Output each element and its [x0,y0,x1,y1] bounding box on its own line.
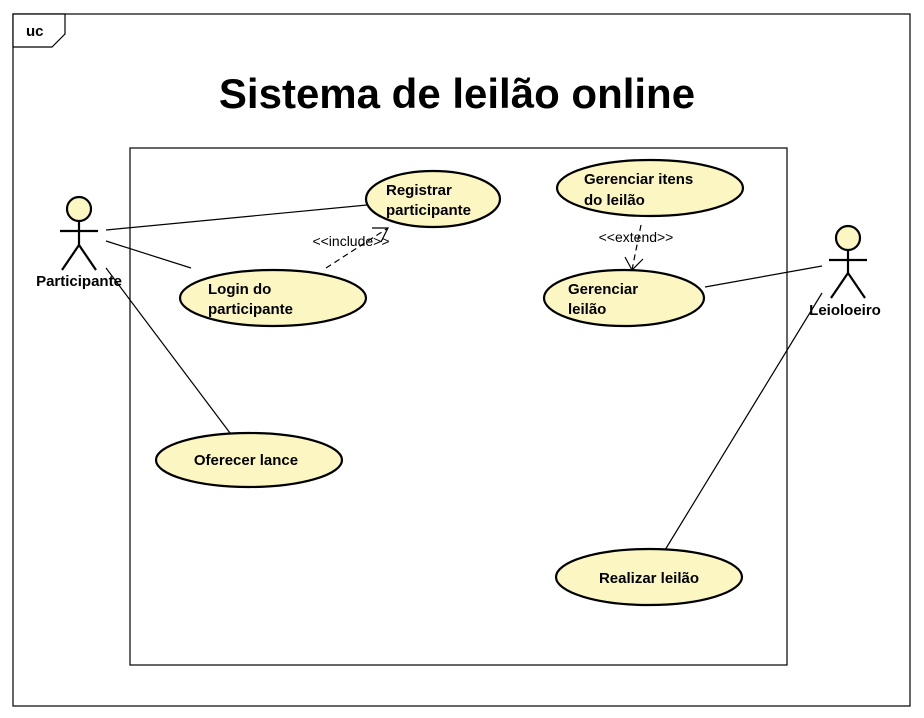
use-case-gerenciar-itens-do-leilao[interactable]: Gerenciar itens do leilão [555,158,745,218]
use-case-realizar-leilao[interactable]: Realizar leilão [554,547,744,607]
extend-dependency [631,224,642,271]
use-case-registrar-participante[interactable]: Registrar participante [364,169,502,229]
use-case-login-participante[interactable]: Login do participante [178,268,368,328]
actor-leg-left [61,244,80,271]
frame-tag-box [12,13,66,48]
association-participante-oferecer [105,267,231,434]
association-participante-login [105,240,192,269]
include-stereotype: <<include>> [312,233,389,249]
use-case-label: Realizar leilão [599,570,699,587]
use-case-label-line-2: participante [386,202,471,219]
actor-leg-right [78,244,97,271]
actor-head [65,195,93,223]
frame-tag: uc [26,23,44,40]
extend-stereotype: <<extend>> [599,229,674,245]
association-participante-registrar [105,204,368,231]
actor-label: Leioloeiro [809,302,881,319]
diagram-title: Sistema de leilão online [219,70,695,117]
include-arrowhead [372,227,389,243]
use-case-label-line-1: Login do [208,281,271,298]
actor-participante[interactable]: Participante [36,195,122,290]
use-case-gerenciar-leilao[interactable]: Gerenciar leilão [542,268,706,328]
actor-label: Participante [36,273,122,290]
include-dependency [325,227,389,269]
use-case-label-line-1: Gerenciar [568,281,638,298]
use-case-label: Oferecer lance [194,452,298,469]
actor-leg-left [830,272,849,299]
use-case-label-line-2: do leilão [584,192,645,209]
association-leiloeiro-realizar [664,292,823,551]
actor-leg-right [847,272,866,299]
use-case-label-line-2: leilão [568,301,606,318]
actor-head [834,224,862,252]
actor-leioloeiro[interactable]: Leioloeiro [809,224,881,319]
use-case-label-line-2: participante [208,301,293,318]
use-case-label-line-1: Registrar [386,182,452,199]
use-case-label-line-1: Gerenciar itens [584,171,693,188]
use-case-oferecer-lance[interactable]: Oferecer lance [154,431,344,489]
association-leiloeiro-gerenciar [704,265,823,288]
